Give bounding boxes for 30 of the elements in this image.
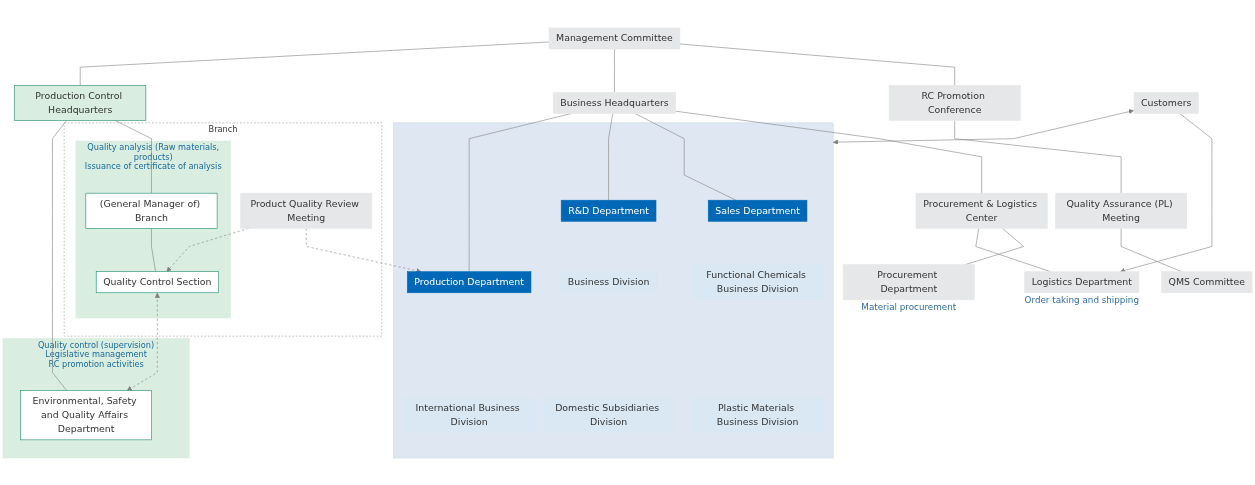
node-box: QMS Committee xyxy=(1161,270,1253,293)
node-box: Logistics Department xyxy=(1024,270,1140,293)
node-box: R&D Department xyxy=(560,199,657,222)
node-box: Production Department xyxy=(407,270,532,293)
node-box: Management Committee xyxy=(548,27,681,49)
connector xyxy=(679,43,955,86)
node-box: RC Promotion Conference xyxy=(888,84,1021,121)
node-box: Quality Control Section xyxy=(95,270,219,293)
connector xyxy=(675,110,982,193)
node-box: Sales Department xyxy=(707,199,808,222)
note-text: Order taking and shipping xyxy=(1024,294,1139,305)
connector xyxy=(114,119,152,193)
node-box: Quality Assurance (PL) Meeting xyxy=(1055,192,1188,229)
node-box: Environmental, Safety and Quality Affairs Department xyxy=(20,389,152,440)
connector xyxy=(614,48,615,93)
connector xyxy=(954,119,1122,193)
node-box: Product Quality Review Meeting xyxy=(240,192,373,229)
node-box: Business Headquarters xyxy=(552,91,677,114)
connector xyxy=(1120,227,1182,272)
node-box: Customers xyxy=(1133,91,1199,114)
node-box: Procurement Department xyxy=(842,263,975,300)
connector xyxy=(79,41,550,86)
note-text: Material procurement xyxy=(861,301,957,312)
connector xyxy=(608,112,613,201)
node-box: (General Manager of) Branch xyxy=(85,192,218,229)
connector xyxy=(151,227,156,272)
cluster xyxy=(393,122,834,458)
node-box: Procurement & Logistics Center xyxy=(915,192,1048,229)
node-box: Production Control Headquarters xyxy=(14,84,147,121)
connector xyxy=(52,119,68,391)
